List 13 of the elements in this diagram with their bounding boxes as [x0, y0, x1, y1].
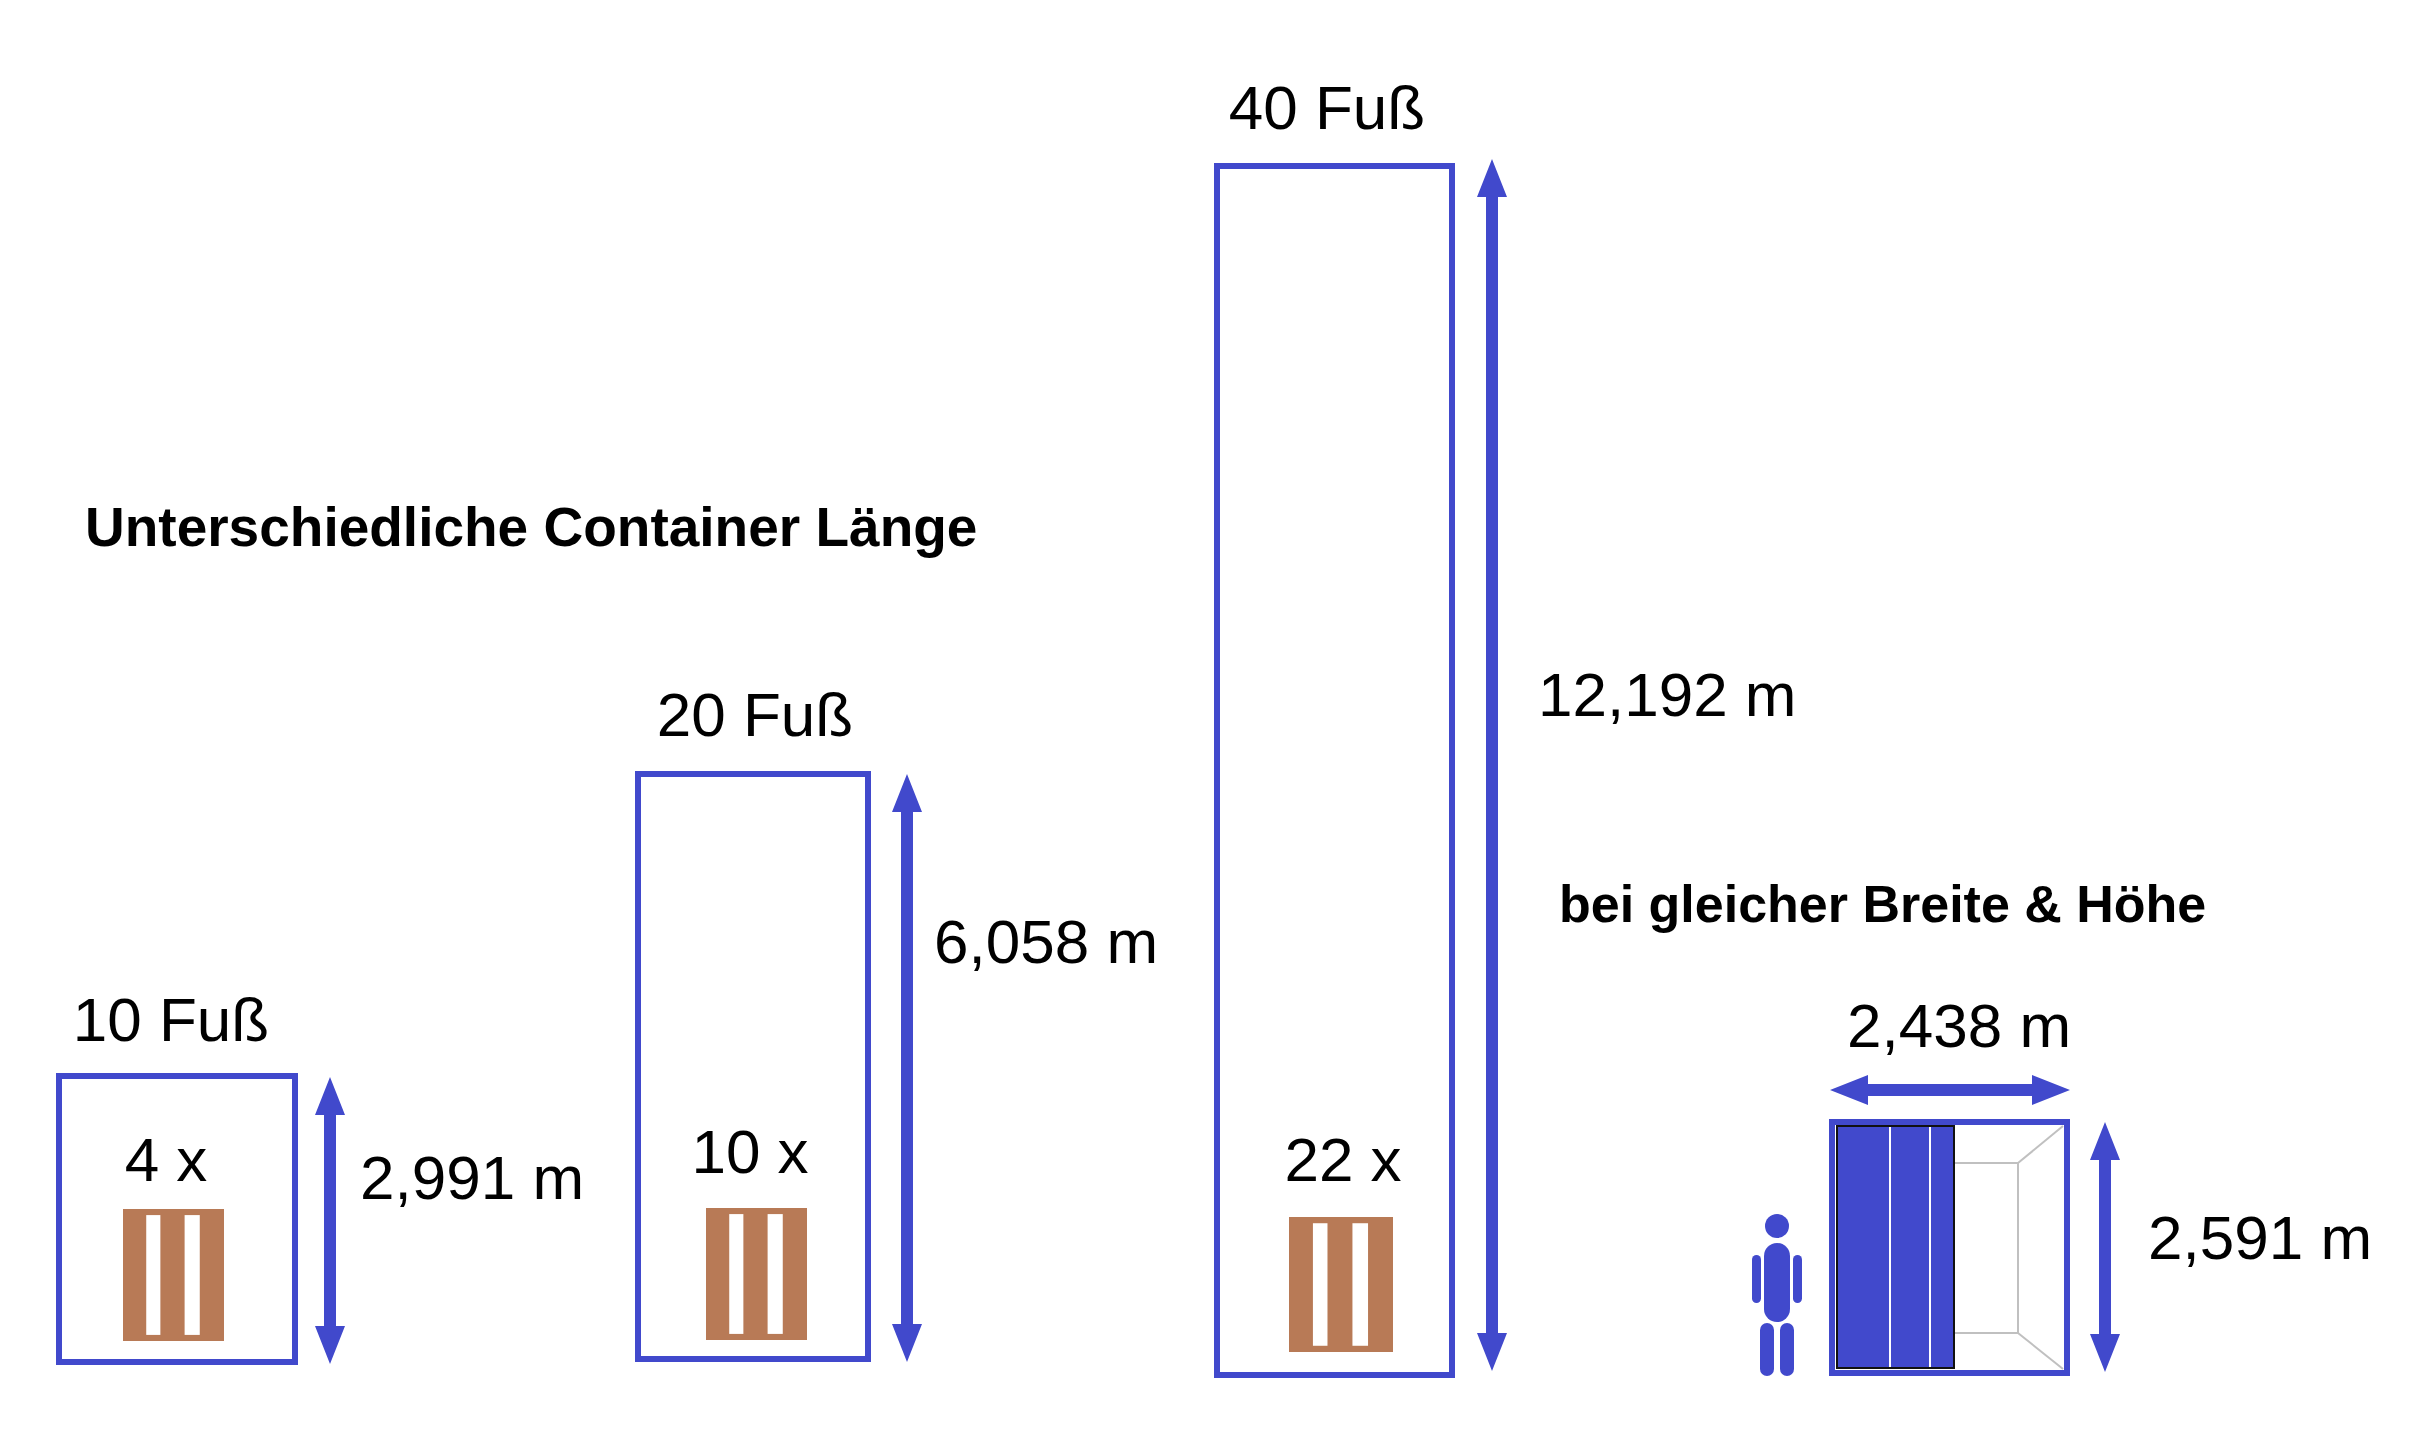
dimension-label: 6,058 m	[934, 907, 1159, 977]
container-size-heading: 10 Fuß	[72, 985, 270, 1055]
dimension-label: 2,991 m	[360, 1143, 585, 1213]
dimension-label: 12,192 m	[1538, 660, 1797, 730]
pallet-count: 4 x	[124, 1125, 208, 1195]
container-size-heading: 20 Fuß	[656, 680, 854, 750]
dimension-label: 2,438 m	[1847, 991, 2072, 1061]
container-size-heading: 40 Fuß	[1228, 73, 1426, 143]
subheading: bei gleicher Breite & Höhe	[1559, 874, 2207, 934]
pallet-count: 22 x	[1284, 1125, 1402, 1195]
dimension-label: 2,591 m	[2148, 1203, 2373, 1273]
pallet-count: 10 x	[691, 1117, 809, 1187]
title: Unterschiedliche Container Länge	[85, 497, 978, 559]
